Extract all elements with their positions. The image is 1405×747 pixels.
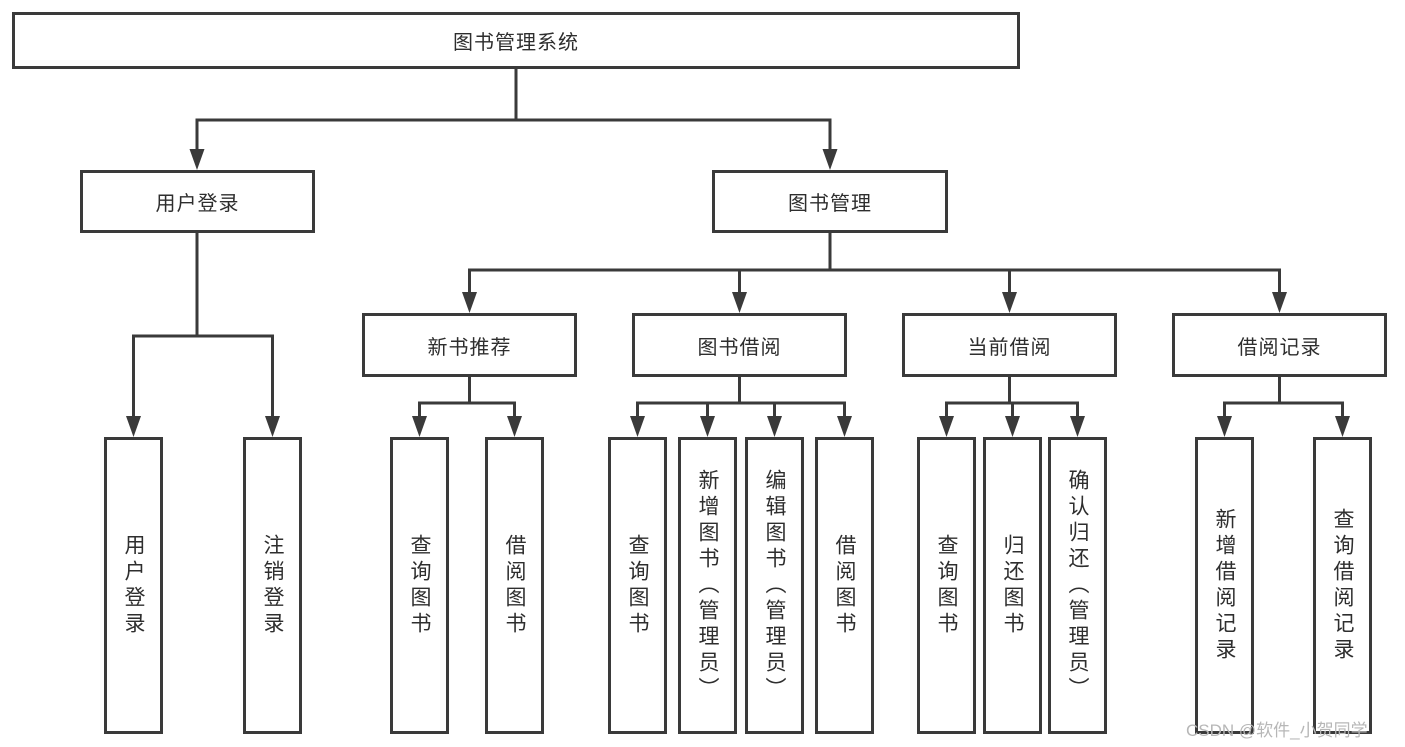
node-leaf-confirm-return-admin: 确认归还（管理员） bbox=[1048, 437, 1107, 734]
node-leaf-return-books: 归还图书 bbox=[983, 437, 1042, 734]
connector-book-branch bbox=[468, 231, 1281, 296]
arrowhead bbox=[1217, 416, 1232, 437]
node-leaf-query-books-2: 查询图书 bbox=[608, 437, 667, 734]
arrowhead bbox=[1272, 292, 1287, 313]
node-leaf-query-borrow-record: 查询借阅记录 bbox=[1313, 437, 1372, 734]
connector-group-newbooks bbox=[418, 375, 516, 421]
node-leaf-query-books-1: 查询图书 bbox=[390, 437, 449, 734]
node-leaf-edit-books-admin: 编辑图书（管理员） bbox=[745, 437, 804, 734]
node-root: 图书管理系统 bbox=[12, 12, 1020, 69]
arrowhead bbox=[939, 416, 954, 437]
node-group-borrowing-records: 借阅记录 bbox=[1172, 313, 1387, 377]
node-leaf-query-books-3: 查询图书 bbox=[917, 437, 976, 734]
connector-group-current bbox=[945, 375, 1079, 421]
connector-user-branch bbox=[132, 231, 274, 421]
node-leaf-add-borrow-record: 新增借阅记录 bbox=[1195, 437, 1254, 734]
arrowhead bbox=[265, 416, 280, 437]
node-group-book-borrowing: 图书借阅 bbox=[632, 313, 847, 377]
arrowhead bbox=[732, 292, 747, 313]
node-group-new-book-recommend: 新书推荐 bbox=[362, 313, 577, 377]
arrowhead bbox=[837, 416, 852, 437]
connector-group-borrow bbox=[636, 375, 846, 421]
watermark: CSDN @软件_小贺同学 bbox=[1186, 721, 1368, 740]
node-branch-book-management: 图书管理 bbox=[712, 170, 948, 233]
arrowhead bbox=[189, 149, 205, 170]
node-leaf-borrow-books-1: 借阅图书 bbox=[485, 437, 544, 734]
node-group-current-borrowing: 当前借阅 bbox=[902, 313, 1117, 377]
arrowhead bbox=[700, 416, 715, 437]
node-leaf-logout: 注销登录 bbox=[243, 437, 302, 734]
arrowhead bbox=[462, 292, 477, 313]
node-leaf-user-login: 用户登录 bbox=[104, 437, 163, 734]
arrowhead bbox=[1070, 416, 1085, 437]
arrowhead bbox=[767, 416, 782, 437]
arrowheads bbox=[126, 149, 1350, 437]
arrowhead bbox=[1005, 416, 1020, 437]
node-leaf-borrow-books-2: 借阅图书 bbox=[815, 437, 874, 734]
node-branch-user-login: 用户登录 bbox=[80, 170, 315, 233]
arrowhead bbox=[822, 149, 838, 170]
arrowhead bbox=[126, 416, 141, 437]
connector-root bbox=[195, 67, 832, 153]
arrowhead bbox=[412, 416, 427, 437]
arrowhead bbox=[630, 416, 645, 437]
arrowhead bbox=[507, 416, 522, 437]
arrowhead bbox=[1335, 416, 1350, 437]
node-leaf-add-books-admin: 新增图书（管理员） bbox=[678, 437, 737, 734]
connector-group-records bbox=[1223, 375, 1344, 421]
arrowhead bbox=[1002, 292, 1017, 313]
